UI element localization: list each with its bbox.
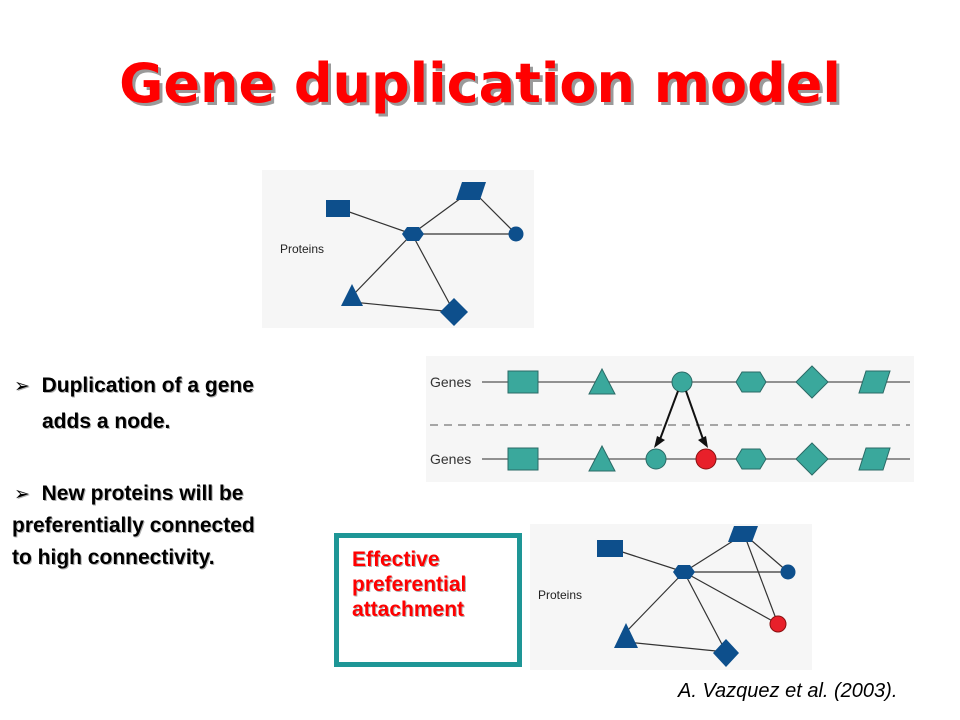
triangle-node xyxy=(341,284,363,306)
gene-diamond xyxy=(795,442,829,476)
slide-title: Gene duplication model xyxy=(119,52,841,115)
diamond-node xyxy=(713,639,739,667)
bullet-1-line-1: ➢ Duplication of a gene xyxy=(14,374,254,398)
circle-node xyxy=(508,226,524,242)
gene-parallelogram xyxy=(858,447,891,471)
protein-network-bottom: Proteins xyxy=(530,524,812,670)
genes-label-top: Genes xyxy=(430,374,471,390)
duplication-arrowhead-left xyxy=(654,436,665,448)
square-node xyxy=(597,540,623,557)
gene-parallelogram xyxy=(858,370,891,394)
bullet-2-line-1: ➢ New proteins will be xyxy=(14,482,243,506)
parallelogram-node xyxy=(456,182,486,200)
square-node xyxy=(326,200,350,217)
circle-node xyxy=(780,564,796,580)
bullet-2-text: New proteins will be xyxy=(41,482,244,505)
gene-diamond xyxy=(795,365,829,399)
parallelogram-node xyxy=(728,526,758,542)
protein-network-top: Proteins xyxy=(262,170,534,328)
genes-duplication-diagram: Genes Genes xyxy=(426,356,914,482)
arrow-bullet-icon: ➢ xyxy=(14,483,30,505)
diamond-node xyxy=(440,298,468,326)
hub-hexagon-node xyxy=(673,565,695,579)
hub-hexagon-node xyxy=(402,227,424,241)
bullet-2-line-2: preferentially connected xyxy=(12,514,255,537)
citation: A. Vazquez et al. (2003). xyxy=(678,680,898,702)
triangle-node xyxy=(614,623,638,648)
gene-hexagon xyxy=(735,448,767,470)
gene-circle xyxy=(671,371,693,393)
gene-hexagon xyxy=(735,371,767,393)
effective-attachment-box xyxy=(334,533,522,667)
effective-line-3: attachment xyxy=(352,598,465,621)
gene-square xyxy=(507,447,539,471)
effective-line-2: preferential xyxy=(352,573,467,596)
arrow-bullet-icon: ➢ xyxy=(14,375,30,397)
gene-triangle xyxy=(588,444,616,472)
gene-triangle xyxy=(588,367,616,395)
duplication-arrowhead-right xyxy=(698,436,708,448)
effective-line-1: Effective xyxy=(352,548,440,571)
new-red-circle-node xyxy=(769,615,787,633)
gene-square xyxy=(507,370,539,394)
gene-circle-duplicate xyxy=(695,448,717,470)
proteins-label-bottom: Proteins xyxy=(538,588,582,602)
bullet-2-line-3: to high connectivity. xyxy=(12,546,215,569)
gene-circle-original xyxy=(645,448,667,470)
bullet-1-line-2: adds a node. xyxy=(42,410,171,433)
bullet-1-text: Duplication of a gene xyxy=(41,374,254,397)
proteins-label-top: Proteins xyxy=(280,242,324,256)
genes-label-bottom: Genes xyxy=(430,451,471,467)
effective-attachment-text: Effective preferential attachment xyxy=(352,547,466,622)
